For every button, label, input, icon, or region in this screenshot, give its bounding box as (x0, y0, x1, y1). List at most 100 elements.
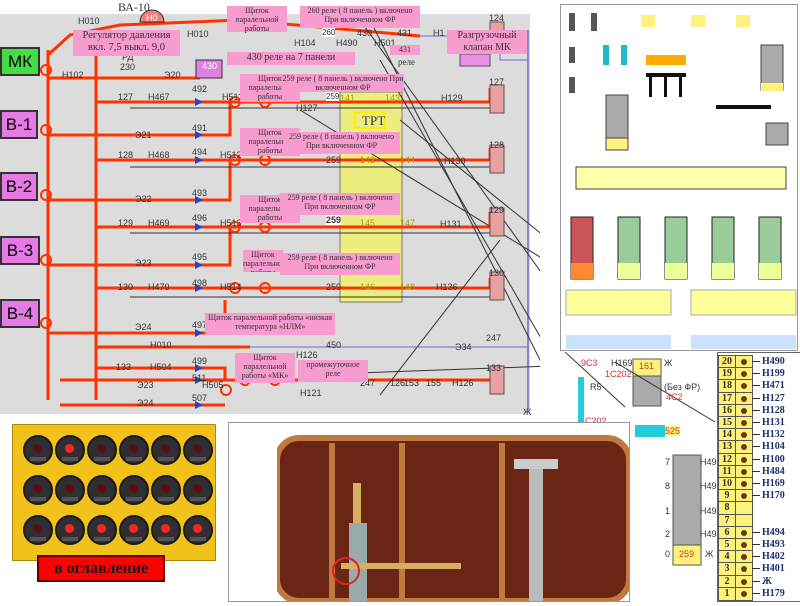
shield-mk-callout: Щиток паралельной работы «МК» (235, 353, 295, 383)
relay-161-label: 161 (639, 361, 655, 371)
wire-label: R5 (590, 382, 602, 392)
indicator-lamp (183, 515, 213, 545)
wire-label: Н514 (220, 282, 242, 292)
wire-label: 431 (397, 28, 413, 38)
wire-label: С202 (585, 416, 607, 426)
indicator-panel-photo (12, 424, 216, 561)
terminal-wire-label: Н402 (762, 551, 785, 563)
compressor-v2[interactable]: В-2 (0, 172, 38, 201)
indicator-lamp (119, 515, 149, 545)
wire-label: 230 (120, 62, 136, 72)
wire-label: 141 (340, 93, 356, 103)
wire-label: Н010 (187, 29, 209, 39)
wire-label: 155 (426, 378, 442, 388)
table-of-contents-button[interactable]: в оглавление (37, 555, 165, 582)
contact-num: 8 (665, 481, 671, 491)
wire-label: 148 (400, 282, 416, 292)
indicator-lamp (151, 515, 181, 545)
wire-label: 133 (116, 362, 132, 372)
wire-label: 493 (192, 188, 208, 198)
wire-label: Э22 (135, 194, 152, 204)
terminal-wire-label: Н100 (762, 453, 785, 465)
wire-label: 491 (192, 123, 208, 133)
compressor-v3[interactable]: В-3 (0, 236, 40, 265)
wire-label: Н513 (220, 218, 242, 228)
wire-label: Н126 (452, 378, 474, 388)
contact-num: 0 (665, 549, 671, 559)
wire-label: 492 (192, 84, 208, 94)
relay-260-callout: 260 реле ( 8 панель ) включено При включ… (300, 6, 420, 28)
wire-label: (Без ФР) (664, 382, 701, 392)
breaker-label: ВА-10 (118, 0, 150, 14)
terminal-wire-label: Н484 (762, 465, 785, 477)
relay-259-a-callout: 259 реле ( 8 панель ) включено При включ… (282, 74, 404, 93)
terminal-wire-label: Н104 (762, 441, 785, 453)
wire-label: Н470 (148, 282, 170, 292)
relay-259-b-callout: 259 реле ( 8 панель ) включено При включ… (283, 132, 400, 154)
terminal-screw-icon (735, 489, 753, 504)
wire-label: Н490 (336, 38, 358, 48)
wire-label: 430 (202, 61, 218, 71)
wire-label: 126 (390, 378, 406, 388)
indicator-lamp (87, 475, 117, 505)
terminal-wire-label: Ж (762, 575, 772, 587)
intermediate-relay-callout: промежуточное реле (298, 360, 368, 382)
terminal-number: 1 (718, 586, 736, 601)
terminal-wire-label: Н493 (762, 539, 785, 550)
wire-label: Н504 (150, 362, 172, 372)
wire-label: 130 (489, 268, 505, 278)
terminal-screw-icon (735, 586, 753, 601)
wire-label: Н467 (148, 92, 170, 102)
wire-label: 129 (118, 218, 134, 228)
wire-label: 511 (192, 373, 207, 383)
indicator-lamp (87, 435, 117, 465)
terminal-wire-label: Н490 (762, 356, 785, 367)
fuse-label: Н0 (146, 13, 158, 23)
contact-num: 7 (665, 457, 671, 467)
wire-label: Н126 (296, 350, 318, 360)
panel-wiring-diagram (560, 4, 798, 351)
terminal-wire-label: Н401 (762, 563, 785, 575)
terminal-wire-label: Н494 (762, 526, 785, 538)
wire-label: Н468 (148, 150, 170, 160)
wire-label: Н169 (611, 358, 633, 368)
diodes (195, 98, 203, 409)
wire-label: 130 (118, 282, 134, 292)
compressor-mk[interactable]: МК (0, 47, 40, 76)
compressor-v1[interactable]: В-1 (0, 110, 38, 139)
wire-label: 496 (192, 213, 208, 223)
wire-label: 127 (489, 77, 505, 87)
wire-label: 4С2 (666, 392, 683, 402)
wire-label: Э34 (455, 342, 472, 352)
relay-525-label: 525 (665, 426, 681, 436)
wire-label: Н010 (78, 16, 100, 26)
pressure-regulator-callout: Регулятор давления вкл. 7,5 выкл. 9,0 (73, 30, 180, 56)
compressor-control-schematic: МК В-1 В-2 В-3 В-4 ВА-10 Н0 Н010 Н010 РД… (0, 0, 540, 417)
wire-label: Н501 (374, 38, 396, 48)
wire-label: 430 (357, 28, 373, 38)
terminal-wire-label: Н132 (762, 429, 785, 441)
wire-label: Ж (664, 358, 673, 368)
terminal-wire-label: Н169 (762, 478, 785, 489)
wire-label: Н1 (433, 28, 445, 38)
compressor-v4[interactable]: В-4 (0, 299, 40, 328)
wire-label: 145 (360, 218, 376, 228)
indicator-lamp (183, 435, 213, 465)
wire-label: 497 (192, 320, 208, 330)
shield-d-callout: Щиток паралельной работы (243, 250, 283, 272)
wire-label: Н469 (148, 218, 170, 228)
terminal-wire-label: Н131 (762, 417, 785, 428)
wire-label: Э23 (135, 258, 152, 268)
relay-259-label: 259 (679, 549, 695, 559)
wire-label: Н512 (220, 150, 242, 160)
indicator-lamp (55, 435, 85, 465)
